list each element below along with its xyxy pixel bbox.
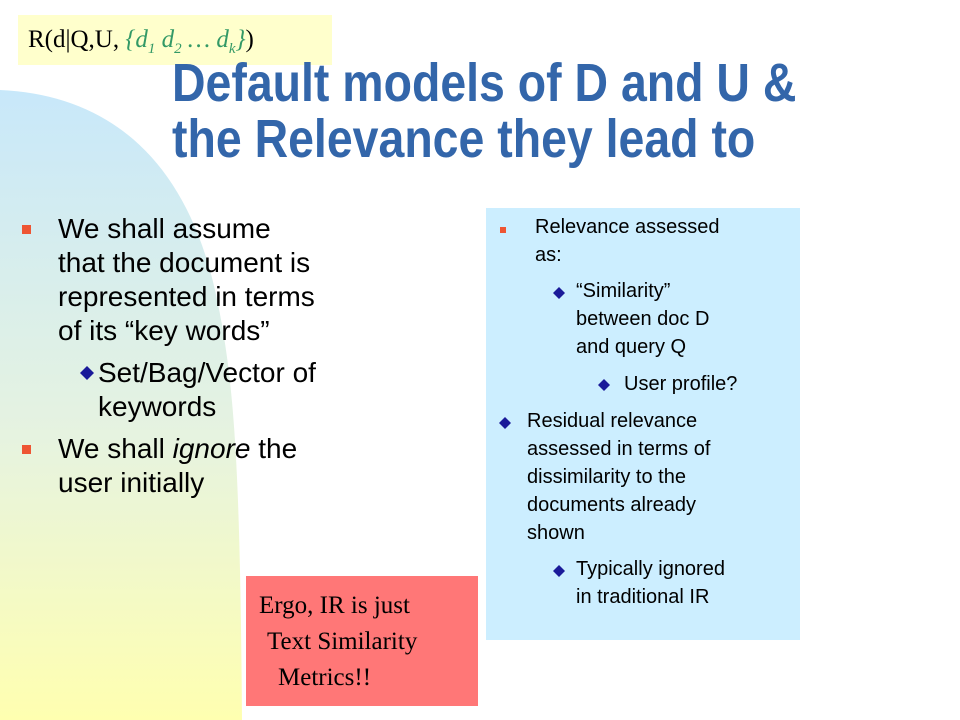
left-bullet-list: We shall assume that the document is rep… (20, 212, 400, 508)
title-line-2: the Relevance they lead to (172, 109, 756, 169)
square-bullet-icon (22, 445, 31, 454)
title-line-1: Default models of D and U & (172, 53, 797, 113)
diamond-bullet-icon (80, 366, 94, 380)
bullet-document-representation: We shall assume that the document is rep… (20, 212, 400, 348)
diamond-bullet-icon (499, 417, 511, 429)
diamond-bullet-icon (598, 379, 610, 391)
square-bullet-icon (22, 225, 31, 234)
square-bullet-icon (500, 227, 506, 233)
diamond-bullet-icon (553, 287, 565, 299)
corner-formula-label: R(d|Q,U, {d1 d2 … dk}) (18, 15, 332, 65)
bullet-ignore-user: We shall ignore the user initially (20, 432, 400, 500)
diamond-bullet-icon (553, 565, 565, 577)
relevance-notes-box: Relevance assessed as: “Similarity” betw… (486, 208, 800, 640)
ergo-callout-box: Ergo, IR is just Text Similarity Metrics… (246, 576, 478, 706)
sub-bullet-keywords: Set/Bag/Vector of keywords (20, 356, 400, 424)
slide-title: Default models of D and U & the Relevanc… (172, 55, 826, 167)
